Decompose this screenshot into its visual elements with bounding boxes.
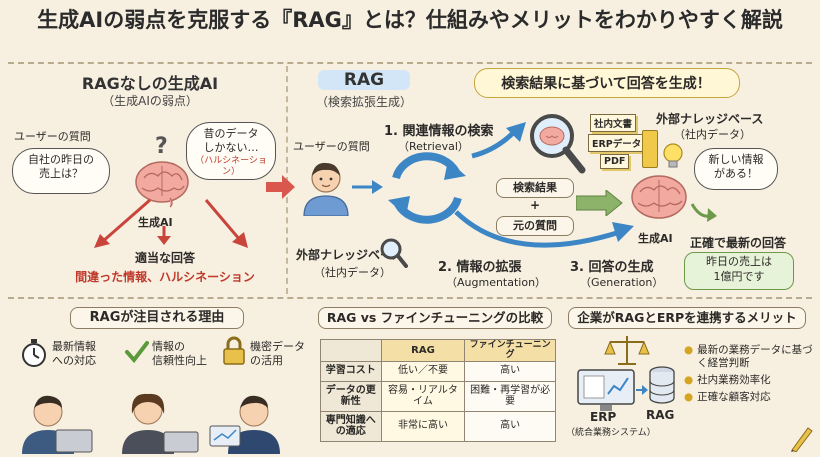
list-item: ● 最新の業務データに基づく経営判断 (684, 344, 813, 370)
ft-cell: 高い (464, 360, 556, 382)
header-rag: RAG (380, 339, 466, 362)
stopwatch-icon (22, 339, 46, 367)
doc-erp: ERPデータ (588, 134, 646, 152)
row-label: データの更新性 (320, 380, 382, 412)
ext-kb-sub: （社内データ） (674, 128, 751, 141)
small-magnifier-icon (380, 238, 408, 268)
erp-label: ERP (590, 410, 617, 424)
checkmark-icon (125, 341, 149, 364)
comparison-table: RAG ファインチューニング 学習コスト 低い／不要 高い データの更新性 容易… (320, 339, 556, 442)
header-empty (320, 339, 382, 362)
user-question-bubble: 自社の昨日の 売上は？ (12, 148, 110, 194)
reason-reliability: 情報の 信頼性向上 (152, 340, 207, 368)
rag-cell: 容易・リアルタイム (380, 380, 466, 412)
ext-kb-title: 外部ナレッジベース (656, 112, 764, 126)
wrong-info-note: 間違った情報、ハルシネーション (75, 270, 255, 284)
list-item: ● 社内業務効率化 (684, 374, 771, 387)
reasons-heading: RAGが注目される理由 (70, 307, 244, 329)
erp-heading: 企業がRAGとERPを連携するメリット (568, 307, 806, 329)
generation-callout (474, 68, 740, 98)
answer-box: 昨日の売上は 1億円です (684, 252, 794, 290)
rag-heading: RAG (343, 70, 385, 90)
accurate-answer-label: 正確で最新の回答 (690, 236, 787, 250)
rag-gen-ai-label: 生成AI (638, 232, 673, 245)
folder-icon (642, 130, 658, 168)
step1-label: 1. 関連情報の検索 (384, 124, 494, 139)
erp-sub: （統合業務システム） (566, 428, 656, 438)
generation-callout-text: 検索結果に基づいて回答を生成！ (501, 76, 711, 92)
rag-heading-highlight (318, 70, 410, 90)
header-finetuning: ファインチューニング (464, 339, 556, 362)
rag-cell: 低い／不要 (380, 360, 466, 382)
no-rag-subheading: （生成AIの弱点） (102, 94, 198, 108)
reason-confidential: 機密データ の活用 (250, 340, 305, 368)
lock-icon (223, 336, 245, 365)
bullet-dot-icon: ● (684, 344, 694, 356)
table-row: データの更新性 容易・リアルタイム 困難・再学習が必要 (320, 380, 556, 412)
plus-sign: + (529, 198, 541, 212)
table-header-row: RAG ファインチューニング (320, 339, 556, 362)
rag-cell: 非常に高い (380, 410, 466, 442)
top-divider (8, 62, 812, 64)
table-row: 専門知識への適応 非常に高い 高い (320, 410, 556, 442)
original-question-box: 元の質問 (496, 216, 574, 236)
bottom-divider (8, 297, 812, 299)
rag-user-label: ユーザーの質問 (293, 140, 370, 153)
step2-label: 2. 情報の拡張 (438, 260, 522, 275)
bullet-dot-icon: ● (684, 391, 694, 404)
doc-pdf: PDF (600, 154, 630, 169)
rag-subheading: （検索拡張生成） (315, 95, 412, 109)
scales-icon (604, 336, 650, 365)
row-label: 学習コスト (320, 360, 382, 382)
sync-arrow-icon (636, 385, 648, 395)
rag-db-label: RAG (646, 408, 675, 422)
green-arrow-icon (690, 203, 717, 222)
doc-internal: 社内文書 (590, 114, 637, 132)
down-arrow-icon (157, 226, 171, 245)
user-question-label: ユーザーの質問 (14, 130, 91, 143)
no-rag-heading: RAGなしの生成AI (81, 74, 219, 93)
brain-icon (135, 161, 189, 208)
step3-en: （Generation） (580, 276, 664, 289)
old-data-bubble: 昔のデータ しかない… （ハルシネーション） (186, 122, 276, 180)
rag-brain-icon (631, 175, 687, 219)
bullet-dot-icon: ● (684, 374, 694, 387)
magnifier-icon (530, 114, 586, 174)
ext-kb2-title: 外部ナレッジベース (296, 248, 404, 262)
ft-cell: 困難・再学習が必要 (464, 380, 556, 412)
step1-en: （Retrieval） (398, 140, 469, 153)
comparison-heading: RAG vs ファインチューニングの比較 (318, 307, 552, 329)
step3-label: 3. 回答の生成 (570, 260, 654, 275)
user-avatar-icon (303, 162, 349, 216)
to-cycle-arrow-icon (352, 180, 383, 194)
erp-bullet-list: ● 最新の業務データに基づく経営判断 ● 社内業務効率化 ● 正確な顧客対応 (684, 344, 814, 405)
augmentation-arrow-icon (454, 210, 634, 248)
down-left-arrow-icon (94, 198, 151, 248)
down-right-arrow-icon (204, 199, 248, 248)
cycle-arrows-icon (388, 152, 466, 224)
transition-arrow-icon (266, 175, 295, 199)
search-result-box: 検索結果 (496, 178, 574, 198)
new-info-bubble: 新しい情報 がある！ (694, 148, 778, 190)
reason-latest-info: 最新情報 への対応 (52, 340, 96, 368)
page-title: 生成AIの弱点を克服する『RAG』とは？仕組みやメリットをわかりやすく解説 (37, 8, 783, 32)
lightbulb-icon (663, 143, 683, 168)
to-brain-arrow-icon (576, 190, 623, 216)
database-icon (649, 366, 675, 404)
random-answer-label: 適当な回答 (134, 251, 195, 265)
office-workers-illustration (22, 393, 280, 454)
table-row: 学習コスト 低い／不要 高い (320, 360, 556, 382)
list-item: ● 正確な顧客対応 (684, 391, 771, 404)
ft-cell: 高い (464, 410, 556, 442)
row-label: 専門知識への適応 (320, 410, 382, 442)
pencil-icon (791, 427, 813, 452)
erp-monitor-icon (577, 369, 635, 411)
ext-kb2-sub: （社内データ） (314, 266, 391, 279)
step2-en: （Augmentation） (446, 276, 547, 289)
gen-ai-label: 生成AI (138, 216, 173, 229)
question-mark-icon: ? (155, 134, 168, 159)
retrieval-arrow-icon (471, 122, 526, 159)
